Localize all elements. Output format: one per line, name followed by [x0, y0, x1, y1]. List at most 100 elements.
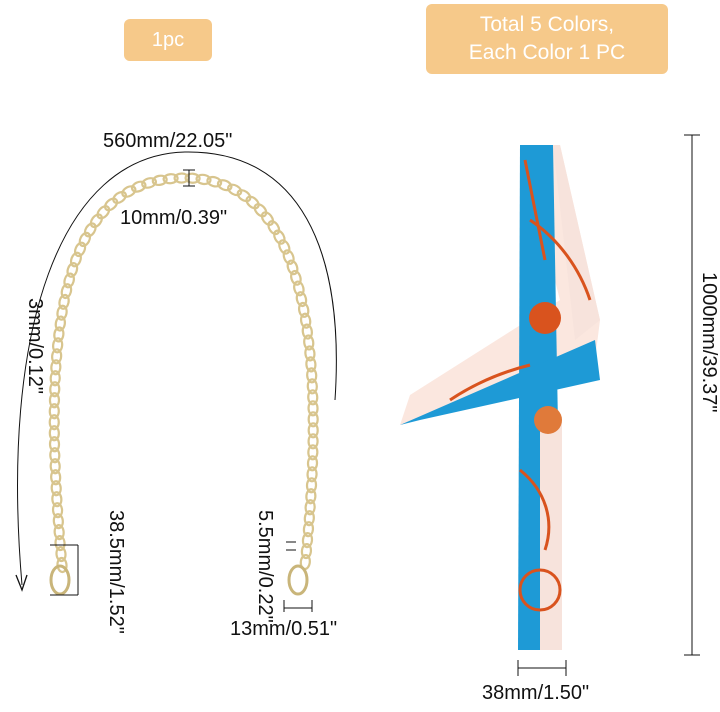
chain-link: [89, 213, 104, 229]
colors-badge-line1: Total 5 Colors,: [479, 13, 615, 36]
scarf-length-mark: [684, 134, 700, 656]
chain-length-label: 560mm/22.05": [103, 130, 233, 152]
chain-link: [290, 269, 302, 286]
chain-link: [297, 301, 310, 318]
chain-link: [303, 510, 315, 527]
clasp-length-label: 38.5mm/1.52": [105, 510, 127, 634]
chain-link: [78, 231, 92, 248]
chain-link: [121, 185, 137, 198]
chain-link: [63, 272, 75, 289]
chain-link: [295, 291, 308, 308]
chain-link: [286, 259, 299, 276]
chain-length-arc: [17, 151, 337, 586]
chain-link: [278, 239, 291, 255]
scarf-length-label: 1000mm/39.37": [698, 272, 720, 413]
chain-link: [103, 197, 119, 212]
chain-link: [48, 436, 61, 453]
chain-link: [245, 195, 260, 210]
chain-link: [83, 222, 97, 238]
chain-link: [52, 337, 64, 354]
arrow-head-icon: [15, 574, 28, 592]
chain-link: [50, 359, 62, 376]
chain-link: [282, 249, 295, 265]
link-dimension-mark: [183, 169, 195, 187]
link-thickness-label: 3mm/0.12": [24, 298, 46, 395]
chain-link: [267, 220, 281, 236]
chain-link: [50, 469, 62, 486]
chain-link: [141, 177, 157, 189]
chain-link: [306, 455, 319, 472]
chain-link: [55, 545, 67, 563]
chain-link: [306, 378, 318, 395]
chain-link: [53, 326, 65, 343]
chain-link: [227, 183, 243, 197]
chain-link: [58, 293, 70, 310]
chain-link: [304, 499, 316, 516]
scarf-width-label: 38mm/1.50": [482, 682, 590, 704]
clasp-width-label: 13mm/0.51": [230, 618, 338, 640]
chain-link: [300, 543, 313, 560]
chain-link: [53, 524, 65, 541]
chain-link: [253, 203, 268, 218]
chain-links: [48, 172, 319, 574]
chain-link: [236, 189, 252, 203]
chain-link: [307, 389, 319, 406]
chain-link: [307, 433, 319, 450]
chain-link: [184, 172, 201, 184]
clasp-thickness-mark: [286, 541, 296, 551]
chain-link: [66, 262, 79, 278]
chain-link: [96, 205, 111, 220]
chain-link: [206, 175, 223, 188]
chain-link: [301, 323, 313, 340]
chain-link: [60, 283, 73, 300]
colors-badge-line2: Each Color 1 PC: [468, 41, 626, 64]
chain-link: [299, 312, 312, 329]
chain-link: [216, 179, 233, 192]
clasp-width-mark: [283, 600, 313, 612]
chain-link: [51, 491, 63, 508]
chain-link: [303, 334, 315, 351]
clasp-left: [49, 564, 71, 596]
chain-link: [130, 180, 147, 193]
chain-link: [302, 521, 315, 538]
chain-link: [305, 356, 317, 373]
chain-link: [56, 304, 68, 321]
chain-link: [50, 480, 62, 497]
chain-link: [304, 345, 316, 362]
chain-link: [49, 381, 61, 398]
chain-link: [307, 400, 319, 417]
clasp-right: [287, 564, 309, 596]
chain-link: [301, 532, 314, 549]
chain-link: [48, 392, 61, 409]
chain-link: [48, 414, 60, 431]
chain-link: [51, 502, 64, 519]
chain-link: [48, 425, 60, 442]
chain-link: [49, 447, 61, 464]
chain-link: [49, 458, 61, 475]
chain-link: [306, 367, 318, 384]
chain-link: [73, 241, 87, 258]
chain-link: [54, 315, 66, 332]
clasp-length-mark: [50, 544, 79, 596]
chain-link: [49, 370, 61, 387]
chain-link: [260, 211, 275, 226]
chain-link: [112, 190, 127, 205]
chain-link: [69, 251, 82, 268]
chain-link: [293, 280, 305, 297]
clasp-thickness-label: 5.5mm/0.22": [254, 510, 276, 623]
chain-link: [305, 488, 317, 505]
chain-link: [307, 411, 319, 428]
chain-link: [54, 535, 66, 552]
scarf-width-mark: [517, 660, 567, 676]
chain-link: [162, 173, 179, 185]
chain-link: [52, 513, 64, 530]
chain-link: [305, 477, 318, 494]
quantity-badge: 1pc: [124, 19, 212, 61]
chain-link: [48, 403, 60, 420]
chain-link: [307, 422, 319, 439]
chain-link: [273, 229, 286, 245]
chain-link: [51, 348, 63, 365]
colors-badge: Total 5 Colors, Each Color 1 PC: [426, 4, 668, 74]
chain-link: [195, 173, 212, 186]
